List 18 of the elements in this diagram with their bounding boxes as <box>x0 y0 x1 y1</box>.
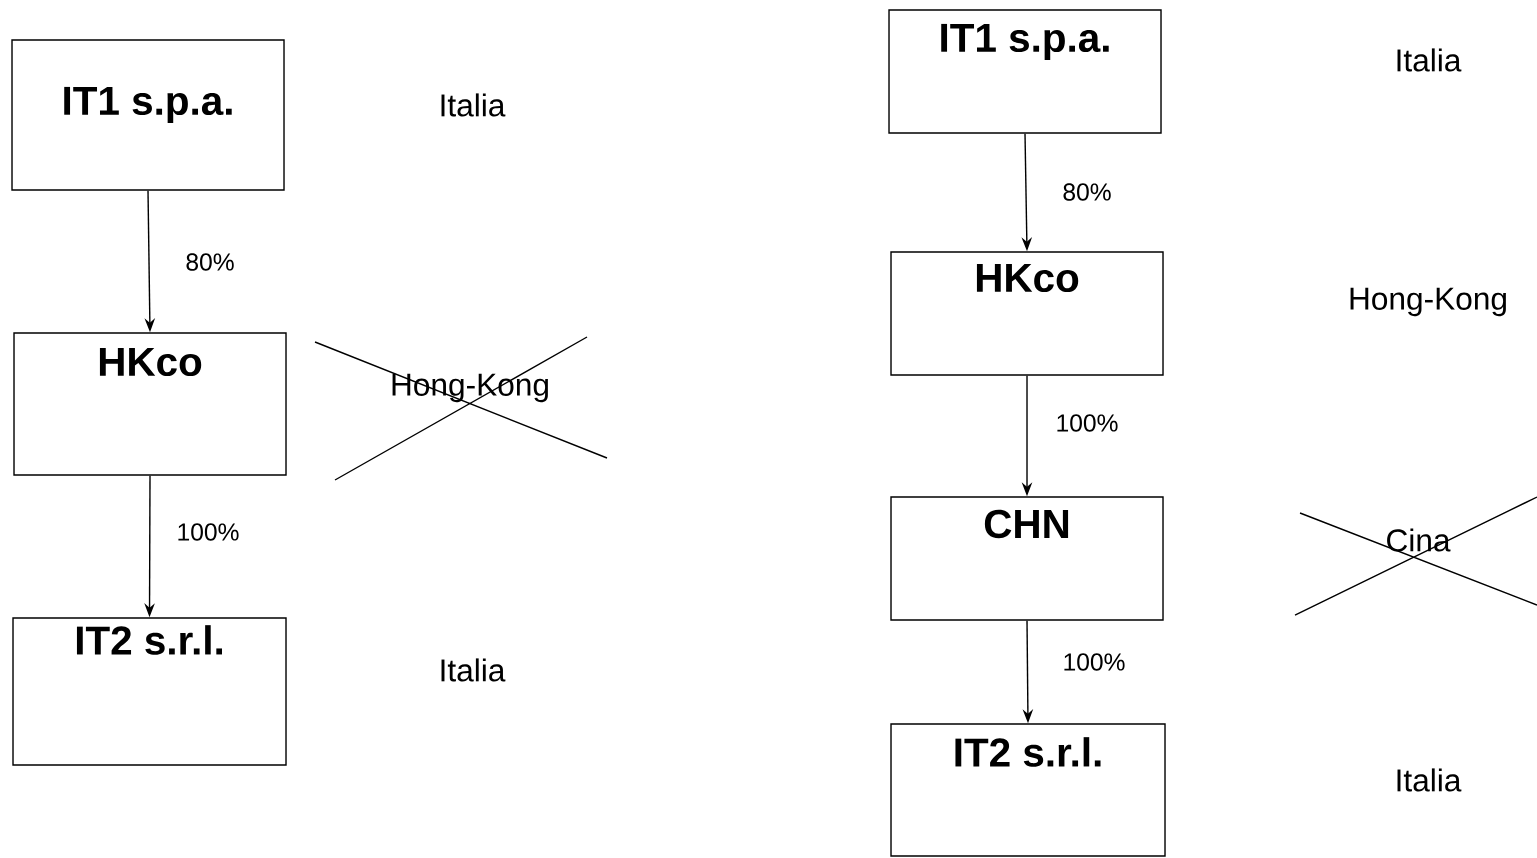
edge-label: 100% <box>174 521 242 543</box>
edge-label: 100% <box>1053 412 1121 434</box>
country-label: Italia <box>441 658 506 682</box>
company-box: IT1 s.p.a. <box>888 9 1162 134</box>
edge-label: 100% <box>1060 651 1128 673</box>
company-box: CHN <box>890 496 1164 621</box>
edge-label: 80% <box>1060 181 1114 203</box>
country-label: Hong-Kong <box>1350 287 1506 317</box>
edge-label: 80% <box>183 251 237 273</box>
company-box: IT2 s.r.l. <box>890 723 1166 857</box>
company-box: HKco <box>13 332 287 476</box>
country-label: Italia <box>1397 48 1462 72</box>
country-label: Cina <box>1387 528 1451 552</box>
company-box: HKco <box>890 251 1164 376</box>
company-box: IT2 s.r.l. <box>12 617 287 766</box>
country-label: Italia <box>441 93 506 117</box>
country-label: Italia <box>1397 768 1462 792</box>
company-box: IT1 s.p.a. <box>11 39 285 191</box>
